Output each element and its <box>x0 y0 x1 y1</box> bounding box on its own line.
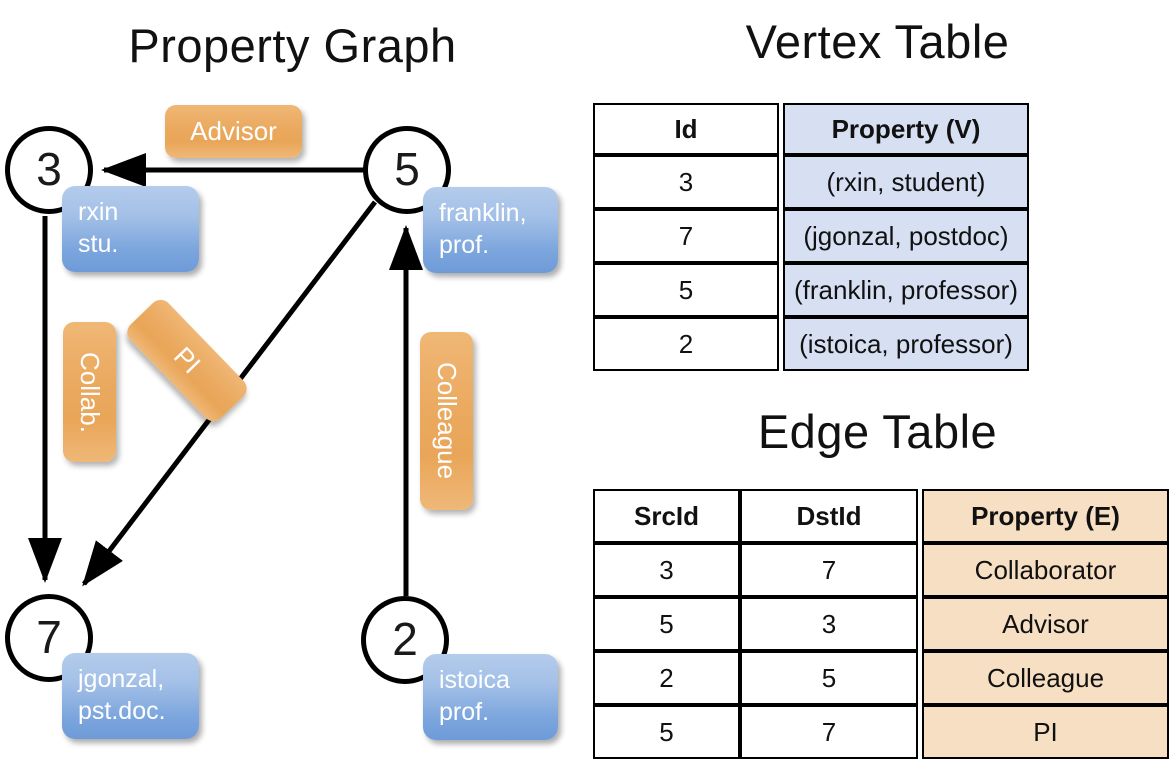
edge-row-1-src: 5 <box>593 597 740 651</box>
page-title-edge-table: Edge Table <box>757 405 998 458</box>
graph-node-3-label: 3 <box>36 143 62 195</box>
vertex-row-1-id: 7 <box>593 209 779 263</box>
table-row[interactable]: 5 3 Advisor <box>593 597 1169 651</box>
graph-node-7-property-box: jgonzal, pst.doc. <box>62 653 199 739</box>
vertex-row-2-property: (franklin, professor) <box>783 263 1029 317</box>
edge-table-header-property: Property (E) <box>922 489 1169 543</box>
edge-table: SrcId DstId Property (E) 3 7 Collaborato… <box>593 489 1169 759</box>
edge-row-0-dst: 7 <box>740 543 918 597</box>
graph-node-5-property-line-1: franklin, <box>439 199 527 227</box>
graph-node-5[interactable]: 5 <box>363 126 451 214</box>
graph-node-7-label: 7 <box>36 611 62 663</box>
edge-row-0-src: 3 <box>593 543 740 597</box>
vertex-row-0-property: (rxin, student) <box>783 155 1029 209</box>
edge-label-advisor: Advisor <box>165 105 302 158</box>
graph-node-3-property-box: rxin stu. <box>62 186 199 272</box>
vertex-row-3-id: 2 <box>593 317 779 371</box>
graph-node-2-property-line-1: istoica <box>439 666 510 694</box>
graph-node-5-property-line-2: prof. <box>439 231 490 259</box>
graph-node-5-label: 5 <box>394 143 420 195</box>
edge-row-3-property: PI <box>922 705 1169 759</box>
graph-node-2-label: 2 <box>392 613 418 665</box>
vertex-table-header-row: Id Property (V) <box>593 103 1029 155</box>
property-graph-diagram: 3 5 7 2 rxin stu. franklin, prof. jgonza… <box>5 105 558 740</box>
edge-label-collab: Collab. <box>63 322 116 462</box>
edge-table-header-srcid: SrcId <box>593 489 740 543</box>
edge-row-2-property: Colleague <box>922 651 1169 705</box>
edge-row-1-dst: 3 <box>740 597 918 651</box>
graph-node-2-property-line-2: prof. <box>439 698 490 726</box>
page-title-vertex-table: Vertex Table <box>745 15 1010 68</box>
graph-node-5-property-box: franklin, prof. <box>423 187 558 273</box>
graph-node-2-property-box: istoica prof. <box>423 654 558 740</box>
table-row[interactable]: 5 (franklin, professor) <box>593 263 1029 317</box>
graph-node-7-property-line-2: pst.doc. <box>78 697 166 725</box>
edge-row-2-src: 2 <box>593 651 740 705</box>
table-row[interactable]: 2 5 Colleague <box>593 651 1169 705</box>
edge-row-0-property: Collaborator <box>922 543 1169 597</box>
edge-table-header-row: SrcId DstId Property (E) <box>593 489 1169 543</box>
vertex-table: Id Property (V) 3 (rxin, student) 7 (jgo… <box>593 103 1029 371</box>
vertex-table-header-id: Id <box>593 103 779 155</box>
graph-node-7-property-line-1: jgonzal, <box>78 665 165 693</box>
vertex-row-1-property: (jgonzal, postdoc) <box>783 209 1029 263</box>
graph-node-3-property-line-2: stu. <box>78 230 119 258</box>
table-row[interactable]: 3 7 Collaborator <box>593 543 1169 597</box>
graph-node-2[interactable]: 2 <box>361 596 449 684</box>
edge-row-3-dst: 7 <box>740 705 918 759</box>
edge-table-header-dstid: DstId <box>740 489 918 543</box>
edge-row-3-src: 5 <box>593 705 740 759</box>
edge-label-colleague: Colleague <box>420 332 473 510</box>
edge-row-1-property: Advisor <box>922 597 1169 651</box>
graph-node-3-property-line-1: rxin <box>78 198 119 226</box>
vertex-row-3-property: (istoica, professor) <box>783 317 1029 371</box>
page-title-property-graph: Property Graph <box>128 19 457 72</box>
table-row[interactable]: 2 (istoica, professor) <box>593 317 1029 371</box>
edge-row-2-dst: 5 <box>740 651 918 705</box>
vertex-row-2-id: 5 <box>593 263 779 317</box>
table-row[interactable]: 7 (jgonzal, postdoc) <box>593 209 1029 263</box>
vertex-row-0-id: 3 <box>593 155 779 209</box>
vertex-table-header-property: Property (V) <box>783 103 1029 155</box>
table-row[interactable]: 3 (rxin, student) <box>593 155 1029 209</box>
table-row[interactable]: 5 7 PI <box>593 705 1169 759</box>
